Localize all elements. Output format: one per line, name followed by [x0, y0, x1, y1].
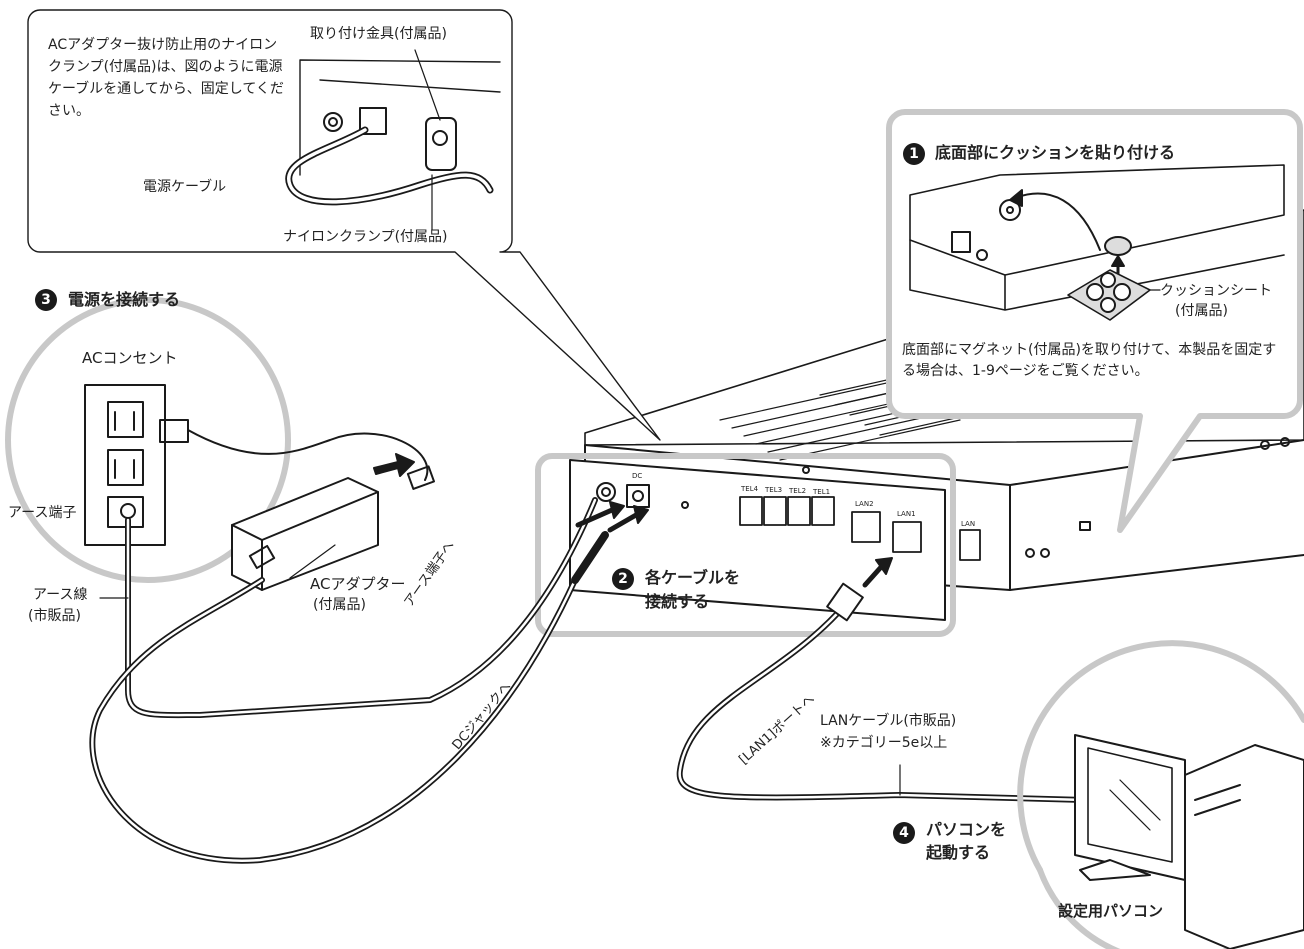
port-lan-label: LAN [961, 520, 976, 528]
step3-title: 電源を接続する [68, 290, 181, 309]
port-tel4-label: TEL4 [741, 485, 759, 493]
top-callout-box [27, 9, 661, 441]
top-callout-note: ACアダプター抜け防止用のナイロンクランプ(付属品)は、図のように電源ケーブルを… [48, 37, 284, 119]
port-tel1-label: TEL1 [813, 488, 831, 496]
step1-badge: 1 [903, 143, 925, 165]
step2-badge: 2 [612, 568, 634, 590]
cushion-sheet-sub-label: (付属品) [1175, 303, 1228, 319]
step1-callout [886, 109, 1303, 533]
earth-wire-sub-label: (市販品) [28, 608, 81, 624]
step4-badge: 4 [893, 822, 915, 844]
outlet-area [5, 297, 436, 583]
port-callout [535, 453, 981, 637]
port-lan2-label: LAN2 [855, 500, 874, 508]
bracket-label: 取り付け金具(付属品) [310, 26, 447, 42]
ac-adapter-label: ACアダプター [310, 575, 406, 593]
pc-area [1017, 640, 1304, 949]
earth-wire-label: アース線 [33, 587, 88, 603]
step2-title-line2: 接続する [645, 592, 710, 611]
power-cable-label: 電源ケーブル [143, 179, 227, 195]
cushion-sheet-label: クッションシート [1160, 283, 1272, 299]
ac-adapter-sub-label: (付属品) [313, 597, 366, 613]
step1-note: 底面部にマグネット(付属品)を取り付けて、本製品を固定する場合は、1-9ページを… [902, 342, 1277, 379]
step4-title-line1: パソコンを [926, 820, 1007, 839]
lan-cable-label: LANケーブル(市販品) [820, 713, 957, 729]
port-tel2-label: TEL2 [789, 487, 807, 495]
port-tel3-label: TEL3 [765, 486, 783, 494]
cables [89, 497, 1088, 864]
step4-title-line2: 起動する [926, 843, 991, 862]
nylon-clamp-label: ナイロンクランプ(付属品) [283, 229, 448, 245]
setup-pc-label: 設定用パソコン [1058, 902, 1164, 920]
ac-outlet-label: ACコンセント [82, 349, 178, 367]
step2-title-line1: 各ケーブルを [645, 568, 741, 587]
port-lan1-label: LAN1 [897, 510, 916, 518]
earth-terminal-label: アース端子 [8, 505, 77, 521]
step1-title: 底面部にクッションを貼り付ける [935, 143, 1176, 162]
lan-cable-category-label: ※カテゴリー5e以上 [820, 735, 948, 751]
port-dc-label: DC [632, 472, 643, 480]
step3-badge: 3 [35, 289, 57, 311]
